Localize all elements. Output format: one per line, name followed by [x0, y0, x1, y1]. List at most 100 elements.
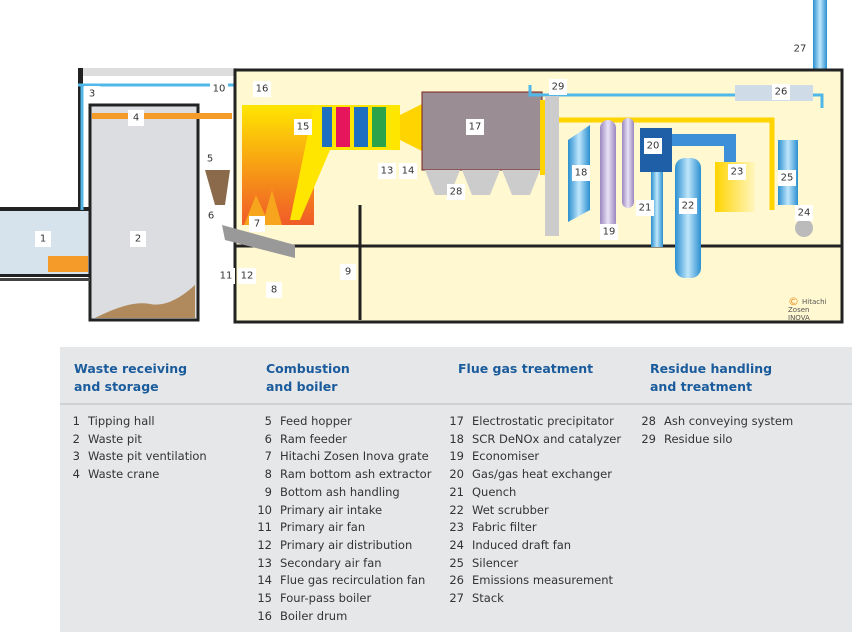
legend-item-label: Residue silo: [664, 431, 733, 446]
legend-item: 23 Fabric filter: [444, 519, 621, 537]
legend-item-number: 9: [264, 484, 272, 499]
legend-item-label: Flue gas recirculation fan: [280, 573, 426, 588]
label-20: 20: [644, 138, 662, 154]
label-28: 28: [447, 184, 465, 200]
svg-text:10: 10: [213, 84, 226, 95]
svg-text:23: 23: [731, 167, 744, 178]
legend-item-label: Fabric filter: [472, 520, 537, 535]
label-17: 17: [466, 119, 484, 135]
legend-item-label: Gas/gas heat exchanger: [472, 467, 612, 482]
svg-text:17: 17: [469, 122, 482, 133]
legend-item-number: 17: [449, 414, 464, 428]
legend-item-label: Ram bottom ash extractor: [280, 467, 432, 482]
svg-text:15: 15: [297, 122, 310, 133]
legend-item-number: 5: [264, 414, 272, 428]
label-5: 5: [202, 151, 218, 167]
legend-item-number: 4: [72, 467, 80, 482]
label-15: 15: [294, 119, 312, 135]
brand-line-2: INOVA: [788, 314, 810, 322]
svg-text:25: 25: [781, 173, 794, 184]
label-19: 19: [600, 224, 618, 240]
economiser: [600, 120, 616, 230]
svg-text:7: 7: [254, 219, 260, 230]
legend-item-number: 8: [264, 467, 272, 482]
legend-item-label: Hitachi Zosen Inova grate: [280, 449, 429, 464]
svg-text:21: 21: [639, 203, 652, 214]
svg-text:5: 5: [207, 154, 213, 165]
legend-item-number: 16: [257, 608, 272, 623]
svg-text:11: 11: [220, 271, 233, 282]
induced-draft-fan: [795, 219, 813, 237]
legend-item: 17 Electrostatic precipitator: [444, 413, 621, 431]
legend-item-number: 7: [264, 449, 272, 464]
legend-item-label: Boiler drum: [280, 608, 348, 623]
svg-text:2: 2: [135, 234, 141, 245]
legend-item-label: Primary air distribution: [280, 537, 413, 552]
legend-item: 16 Boiler drum: [252, 608, 431, 626]
legend-item-number: 2: [72, 431, 80, 446]
legend-item: 8 Ram bottom ash extractor: [252, 466, 432, 484]
svg-text:3: 3: [89, 89, 95, 100]
label-24: 24: [795, 205, 813, 221]
legend-item-number: 10: [257, 502, 272, 517]
svg-text:26: 26: [775, 87, 788, 98]
legend-item-number: 6: [264, 431, 272, 446]
svg-text:14: 14: [402, 166, 415, 177]
legend-item-label: Primary air intake: [280, 502, 383, 517]
legend-item-number: 23: [449, 520, 464, 535]
legend-item-label: Quench: [472, 484, 517, 499]
legend-item-number: 29: [641, 431, 656, 446]
legend-item-label: Feed hopper: [280, 414, 352, 428]
legend-item-label: Electrostatic precipitator: [472, 414, 614, 428]
legend-item-label: Secondary air fan: [280, 555, 382, 570]
label-2: 2: [130, 231, 146, 247]
svg-text:13: 13: [381, 166, 394, 177]
svg-text:24: 24: [798, 208, 811, 219]
svg-text:8: 8: [271, 285, 277, 296]
svg-text:4: 4: [133, 113, 139, 124]
svg-text:20: 20: [647, 141, 660, 152]
label-23: 23: [728, 164, 746, 180]
legend-item-label: Stack: [472, 591, 504, 606]
legend-item-label: Waste pit: [88, 431, 142, 446]
legend-item-number: 15: [257, 591, 272, 606]
legend-item-number: 11: [257, 520, 272, 535]
wet-scrubber: [675, 158, 701, 278]
legend-item-label: Four-pass boiler: [280, 591, 372, 606]
svg-text:29: 29: [552, 82, 565, 93]
legend-item-number: 21: [449, 484, 464, 499]
label-6: 6: [203, 208, 219, 224]
legend-item-label: Economiser: [472, 449, 540, 464]
legend-item-number: 3: [72, 449, 80, 464]
svg-text:28: 28: [450, 187, 463, 198]
legend-item: 29 Residue silo: [636, 431, 793, 449]
svg-text:1: 1: [40, 234, 46, 245]
legend-item: 5 Feed hopper: [252, 413, 431, 431]
legend-item-number: 24: [449, 537, 464, 552]
brand-logo: © Hitachi Zosen INOVA: [788, 296, 836, 322]
svg-text:6: 6: [208, 211, 214, 222]
electrostatic-precipitator: [421, 91, 552, 195]
legend-item-label: Primary air fan: [280, 520, 366, 535]
svg-text:16: 16: [256, 84, 269, 95]
label-1: 1: [35, 231, 51, 247]
plant-diagram: 1 2 3 4 5 6 7 8 9 10 11 12 13 14 15 16 1…: [0, 0, 844, 324]
legend-item-label: Emissions measurement: [472, 573, 614, 588]
